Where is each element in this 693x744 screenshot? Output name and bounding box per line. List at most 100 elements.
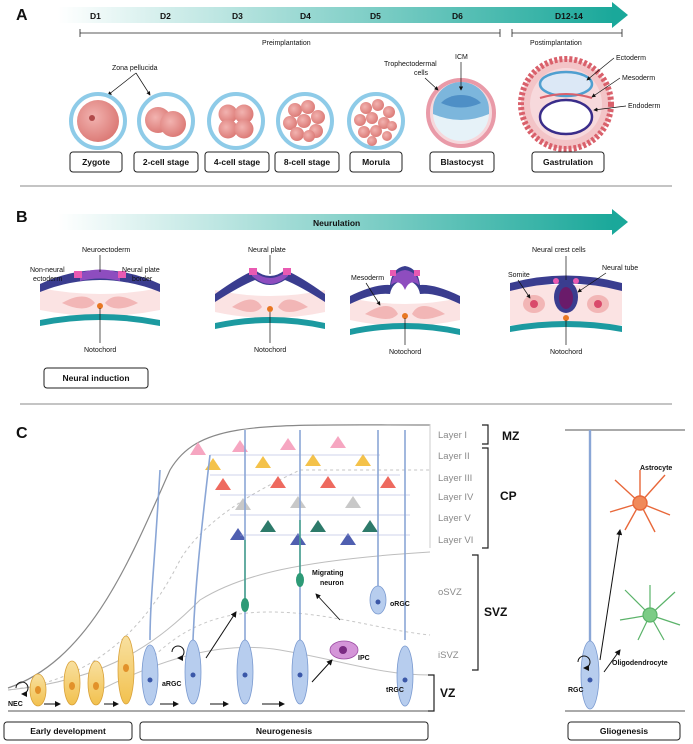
stage-label: 8-cell stage <box>284 157 331 167</box>
neurulation-arrow <box>58 209 628 235</box>
layer-label: Layer III <box>438 473 472 484</box>
layer-label: Layer I <box>438 430 467 441</box>
isvz-label: iSVZ <box>438 650 459 661</box>
timeline-arrow <box>58 2 628 28</box>
rgc-label: RGC <box>568 687 584 694</box>
notochord-label: Notochord <box>254 347 286 354</box>
preimplantation-label: Preimplantation <box>262 40 311 47</box>
astrocyte-cell <box>609 470 671 533</box>
zygote-embryo <box>69 92 127 150</box>
early-development-box: Early development <box>3 721 133 741</box>
stage-box-blastocyst: Blastocyst <box>429 151 495 173</box>
nec-label: NEC <box>8 701 23 708</box>
cortical-neurons <box>190 436 410 545</box>
neural-crest-label: Neural crest cells <box>532 247 586 254</box>
neurulation-label: Neurulation <box>313 218 360 228</box>
neurogenesis-label: Neurogenesis <box>256 726 312 736</box>
mesoderm-label: Mesoderm <box>622 75 655 82</box>
non-neural-ectoderm-label-1: Non-neural <box>30 267 65 274</box>
non-neural-ectoderm-label-2: ectoderm <box>33 276 62 283</box>
neural-tube-diagram <box>510 275 622 332</box>
day-label: D2 <box>160 11 171 21</box>
migrating-neuron-label-1: Migrating <box>312 570 344 577</box>
stage-label: Blastocyst <box>441 157 484 167</box>
orgc-cell <box>369 585 387 615</box>
trophectodermal-label-2: cells <box>414 70 429 77</box>
ipc-label: IPC <box>358 655 370 662</box>
day-label: D3 <box>232 11 243 21</box>
stage-box-zygote: Zygote <box>69 151 123 173</box>
layer-labels: Layer I Layer II Layer III Layer IV Laye… <box>429 424 474 661</box>
layer-label: Layer VI <box>438 535 473 546</box>
orgc-label: oRGC <box>390 601 410 608</box>
neural-plate-border-label-2: border <box>132 276 153 283</box>
gliogenesis-panel <box>565 429 685 712</box>
stage-label: 2-cell stage <box>143 157 190 167</box>
two-cell-embryo <box>137 92 195 150</box>
layer-label: Layer V <box>438 513 471 524</box>
nec-cells <box>29 635 135 707</box>
vz-label: VZ <box>440 686 455 700</box>
morula-embryo <box>347 92 405 150</box>
argc-label: aRGC <box>162 681 181 688</box>
oligodendrocyte-label: Oligodendrocyte <box>612 660 668 667</box>
panel-c-letter: C <box>16 425 28 442</box>
osvz-label: oSVZ <box>438 587 462 598</box>
zone-brackets <box>428 424 489 712</box>
neural-plate-border-label-1: Neural plate <box>122 267 160 274</box>
postimplantation-label: Postimplantation <box>530 40 582 47</box>
stage-label: 4-cell stage <box>214 157 261 167</box>
neural-induction-box: Neural induction <box>43 367 149 389</box>
notochord-label: Notochord <box>84 347 116 354</box>
somite-label: Somite <box>508 272 530 279</box>
astrocyte-label: Astrocyte <box>640 465 672 472</box>
blastocyst-embryo <box>426 78 496 148</box>
day-label: D12-14 <box>555 11 583 21</box>
gliogenesis-label: Gliogenesis <box>600 726 648 736</box>
neuroectoderm-label: Neuroectoderm <box>82 247 130 254</box>
four-cell-embryo <box>207 92 265 150</box>
day-label: D1 <box>90 11 101 21</box>
stage-box-4-cell: 4-cell stage <box>204 151 270 173</box>
neural-tube-label: Neural tube <box>602 265 638 272</box>
notochord-label: Notochord <box>389 349 421 356</box>
layer-label: Layer IV <box>438 492 474 503</box>
oligodendrocyte-cell <box>619 585 681 641</box>
gliogenesis-box: Gliogenesis <box>567 721 681 741</box>
svz-label: SVZ <box>484 605 507 619</box>
day-label: D4 <box>300 11 311 21</box>
eight-cell-embryo <box>276 92 334 150</box>
ectoderm-label: Ectoderm <box>616 55 646 62</box>
stage-box-8-cell: 8-cell stage <box>274 151 340 173</box>
stage-label: Zygote <box>82 157 110 167</box>
stage-box-2-cell: 2-cell stage <box>133 151 199 173</box>
mz-label: MZ <box>502 429 519 443</box>
trgc-label: tRGC <box>386 687 404 694</box>
neural-plate-label: Neural plate <box>248 247 286 254</box>
notochord-label: Notochord <box>550 349 582 356</box>
gastrulation-embryo <box>518 56 614 152</box>
timeline-days: D1 D2 D3 D4 D5 D6 D12-14 <box>90 11 583 21</box>
cp-label: CP <box>500 489 517 503</box>
neurogenesis-box: Neurogenesis <box>139 721 429 741</box>
migrating-neuron-label-2: neuron <box>320 580 344 587</box>
argc-cells <box>141 639 414 707</box>
ipc-cell <box>329 640 359 660</box>
trophectodermal-label-1: Trophectodermal <box>384 61 437 68</box>
neural-induction-label: Neural induction <box>62 373 129 383</box>
day-label: D6 <box>452 11 463 21</box>
migrating-neurons <box>241 520 304 612</box>
mesoderm-label-b: Mesoderm <box>351 275 384 282</box>
stage-label: Gastrulation <box>543 157 593 167</box>
day-label: D5 <box>370 11 381 21</box>
early-development-label: Early development <box>30 726 106 736</box>
icm-label: ICM <box>455 54 468 61</box>
stage-label: Morula <box>362 157 390 167</box>
panel-a-letter: A <box>16 7 28 24</box>
endoderm-label: Endoderm <box>628 103 660 110</box>
stage-box-morula: Morula <box>349 151 403 173</box>
lineage-arrows <box>15 611 333 707</box>
zona-pellucida-label: Zona pellucida <box>112 65 158 72</box>
stage-box-gastrulation: Gastrulation <box>531 151 605 173</box>
